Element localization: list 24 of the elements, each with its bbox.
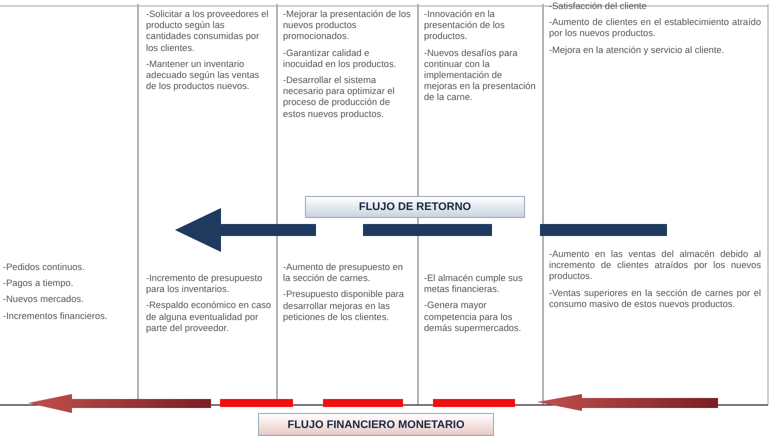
bullet-text: -El almacén cumple sus metas financieras. xyxy=(424,273,524,296)
bullet-text: -Incremento de presupuesto para los inventarios. xyxy=(146,273,264,296)
bullet-text: -Pagos a tiempo. xyxy=(3,278,74,290)
flow-banner: FLUJO DE RETORNO xyxy=(305,196,525,218)
bullet-text: -Garantizar calidad e inocuidad en los productos. xyxy=(283,48,398,70)
bullet-text: -Genera mayor competencia para los demás supermercados. xyxy=(424,300,522,334)
bullet-text: -Aumento de clientes en el establecimiento atraído por los nuevos productos. xyxy=(549,17,761,40)
bullet-text: -Aumento de presupuesto en la sección de carnes. xyxy=(283,262,404,284)
bullet-text: -Mejorar la presentación de los nuevos productos promocionados. xyxy=(283,9,411,43)
bullet-text: -Incrementos financieros. xyxy=(3,310,108,322)
bullet-text: -Nuevos mercados. xyxy=(3,294,85,306)
bullet-text: -Desarrollar el sistema necesario para optimizar el proceso de producción de estos nuevos productos. xyxy=(283,75,396,120)
bullet-text: -Satisfacción del cliente xyxy=(549,1,648,12)
bullet-text: -Innovación en la presentación de los productos. xyxy=(424,9,506,43)
bullet-text: -Presupuesto disponible para desarrollar mejoras en las peticiones de los clientes. xyxy=(283,289,405,324)
bullet-text: -Pedidos continuos. xyxy=(3,262,86,274)
bullet-text: -Mejora en la atención y servicio al cliente. xyxy=(549,44,726,56)
bullet-text: -Solicitar a los proveedores el producto según las cantidades consumidas por los clientes. xyxy=(146,9,270,54)
bullet-text: -Mantener un inventario adecuado según las ventas de los productos nuevos. xyxy=(146,58,260,92)
bullet-text: -Nuevos desafíos para continuar con la implementación de mejoras en la presentación de la carne. xyxy=(424,48,536,104)
bullet-text: -Aumento en las ventas del almacén debido al incremento de clientes atraídos por los nuevos productos. xyxy=(549,249,761,283)
bullet-text: -Ventas superiores en la sección de carnes por el consumo masivo de estos nuevos productos. xyxy=(549,288,761,310)
bullet-text: -Respaldo económico en caso de alguna eventualidad por parte del proveedor. xyxy=(146,300,272,334)
flow-banner: FLUJO FINANCIERO MONETARIO xyxy=(258,413,494,436)
